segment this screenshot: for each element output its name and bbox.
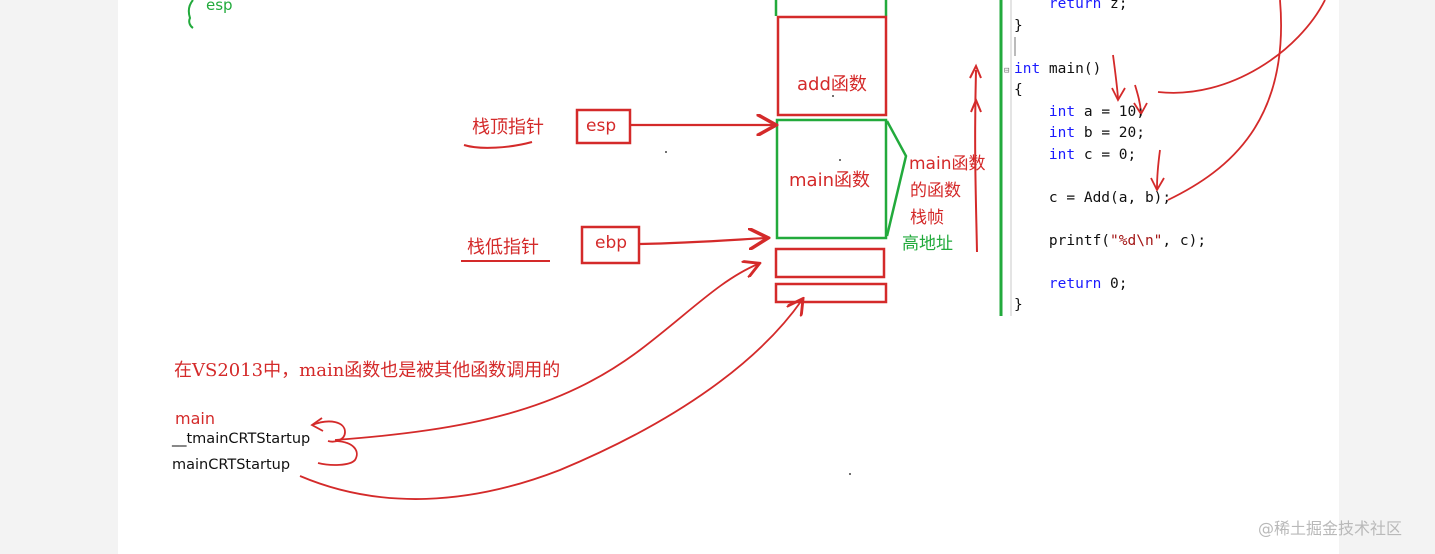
diagram-canvas	[118, 0, 1339, 554]
ebp-caption: 栈低指针	[467, 237, 539, 258]
code-string: "%d\n"	[1110, 232, 1163, 249]
call-chain-tmaincrtstartup: __tmainCRTStartup	[172, 431, 311, 447]
code-keyword: int	[1014, 60, 1041, 77]
watermark: @稀土掘金技术社区	[1258, 519, 1403, 538]
stack-cell-2	[774, 282, 888, 304]
code-indent	[1014, 0, 1049, 12]
add-frame-box	[776, 15, 888, 117]
collapse-icon[interactable]: ⊟	[1004, 66, 1010, 76]
code-keyword: int	[1048, 103, 1076, 120]
maincrt-to-stack-arrow	[299, 300, 802, 500]
flow-arrow-2	[1134, 84, 1142, 113]
ebp-box-label: ebp	[595, 233, 628, 253]
code-keyword: return	[1048, 0, 1102, 12]
code-indent	[1014, 104, 1049, 120]
code-text: }	[1014, 297, 1023, 313]
code-text: a = 10;	[1075, 103, 1145, 120]
main-frame-label: main函数	[789, 170, 870, 191]
code-text: c = 0;	[1075, 146, 1137, 163]
high-address-arrow	[974, 69, 978, 253]
code-line: int a = 10;	[1014, 102, 1206, 124]
code-text: b = 20;	[1075, 125, 1145, 141]
ebp-pointer-box	[580, 225, 641, 265]
code-line: int b = 20;	[1014, 123, 1206, 145]
code-keyword: int	[1048, 146, 1076, 163]
code-line: int main()	[1014, 59, 1206, 81]
code-line	[1014, 209, 1206, 231]
code-indent	[1014, 190, 1049, 206]
main-frame-note-3: 栈帧	[910, 208, 944, 228]
code-line: return 0;	[1014, 274, 1206, 296]
call-loop-1	[311, 420, 346, 443]
code-line: return z;	[1014, 0, 1206, 16]
esp-caption: 栈顶指针	[472, 117, 544, 138]
main-frame-bracket	[885, 120, 908, 237]
flow-arrow-1	[1112, 54, 1119, 99]
code-line	[1014, 37, 1206, 59]
call-chain-main: main	[175, 409, 215, 428]
main-frame-note-2: 的函数	[910, 181, 961, 201]
flow-curve-top	[1157, 0, 1326, 94]
code-indent	[1014, 233, 1049, 249]
main-frame-box	[775, 118, 888, 240]
esp-box-label: esp	[586, 116, 617, 136]
code-text: z;	[1101, 0, 1128, 12]
high-address-label: 高地址	[902, 234, 953, 254]
code-indent	[1014, 276, 1049, 292]
code-line	[1014, 166, 1206, 188]
code-line: }	[1014, 295, 1206, 317]
code-text: main()	[1040, 60, 1102, 77]
ebp-arrow	[639, 238, 766, 244]
code-keyword: int	[1048, 125, 1076, 141]
add-frame-label: add函数	[797, 74, 867, 95]
code-text: {	[1014, 82, 1023, 98]
esp-top-label: esp	[206, 0, 233, 14]
call-chain-maincrtstartup: mainCRTStartup	[172, 457, 291, 473]
tmain-to-stack-arrow	[334, 264, 758, 441]
code-editor: return z;}int main(){ int a = 10; int b …	[1014, 0, 1206, 317]
esp-pointer-box	[575, 108, 632, 145]
code-line	[1014, 252, 1206, 274]
code-indent	[1014, 147, 1049, 163]
code-text: c = Add(a, b);	[1048, 189, 1172, 206]
code-indent	[1014, 125, 1049, 141]
call-loop-2	[317, 440, 358, 466]
esp-brace	[187, 0, 194, 29]
flow-arrow-3	[1156, 149, 1161, 189]
code-line: int c = 0;	[1014, 145, 1206, 167]
code-text: 0;	[1101, 275, 1128, 292]
code-line: {	[1014, 80, 1206, 102]
code-line: printf("%d\n", c);	[1014, 231, 1206, 253]
stack-cell-1	[774, 247, 886, 279]
flow-curve-right	[1167, 0, 1282, 201]
esp-caption-underline	[463, 141, 533, 149]
code-text: }	[1014, 17, 1023, 34]
vs2013-note: 在VS2013中，main函数也是被其他函数调用的	[174, 360, 561, 381]
code-keyword: return	[1048, 275, 1102, 292]
code-text: , c);	[1162, 232, 1207, 249]
code-line: c = Add(a, b);	[1014, 188, 1206, 210]
main-frame-note-1: main函数	[909, 154, 986, 174]
code-line: }	[1014, 16, 1206, 38]
code-text: printf(	[1048, 232, 1111, 249]
